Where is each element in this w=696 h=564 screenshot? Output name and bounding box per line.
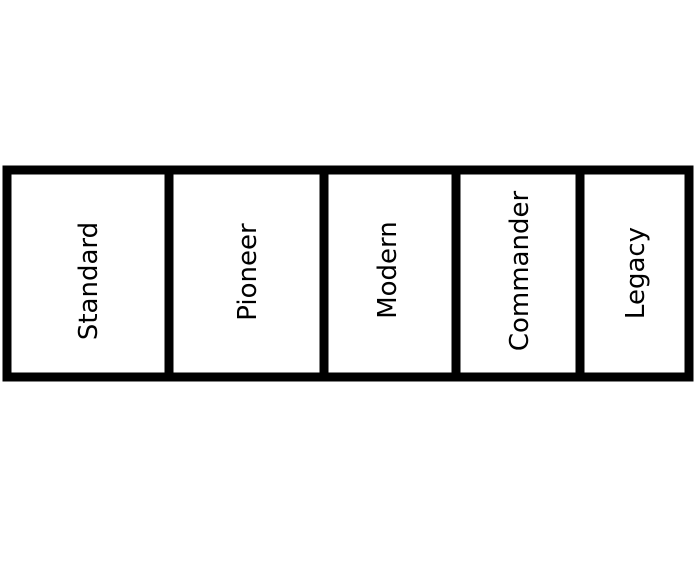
- cell-label-standard: Standard: [74, 222, 104, 340]
- cell-label-commander: Commander: [505, 191, 535, 352]
- strip-outer-border: [2, 165, 694, 382]
- cell-label-legacy: Legacy: [621, 227, 651, 319]
- cell-label-modern: Modern: [373, 221, 403, 319]
- cell-label-pioneer: Pioneer: [233, 223, 263, 321]
